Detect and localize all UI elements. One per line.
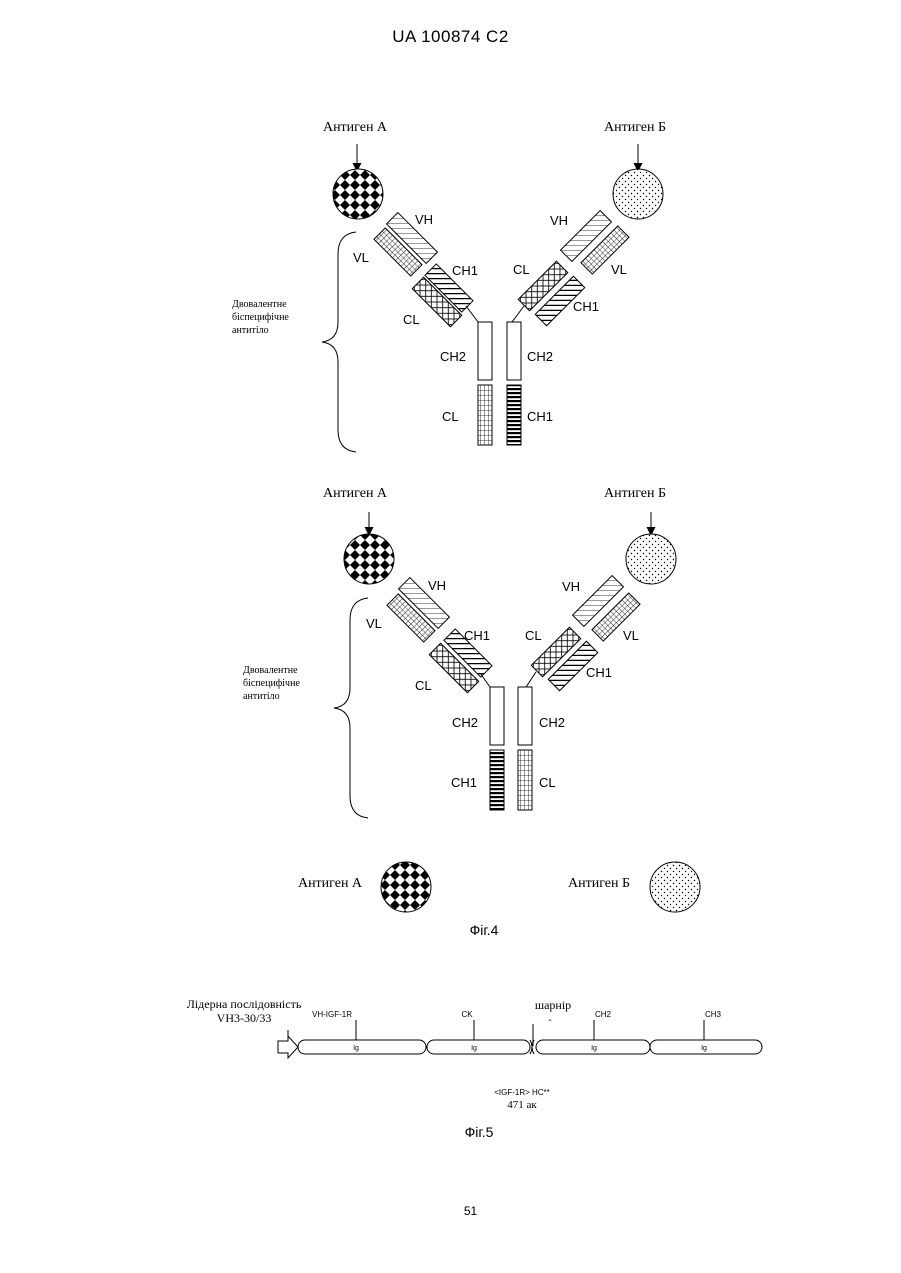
antigen-a-label: Антиген А <box>323 120 388 135</box>
leader-arrow-icon <box>278 1036 298 1058</box>
construct-length: 471 ак <box>507 1099 537 1111</box>
label-cl: CL <box>442 409 459 424</box>
top-left-hinge <box>466 306 478 322</box>
label-ch1: CH1 <box>464 628 490 643</box>
label-cl: CL <box>539 775 556 790</box>
bracket-label: Двовалентне <box>232 299 287 310</box>
antigen-a-circle <box>333 169 383 219</box>
segment-vh <box>298 1040 426 1054</box>
bottom-ch2-right <box>518 687 532 745</box>
label-ch1: CH1 <box>451 775 477 790</box>
antigen-b-circle <box>613 169 663 219</box>
antigen-b-label: Антиген Б <box>568 876 630 891</box>
brace <box>322 232 356 452</box>
label-cl: CL <box>525 628 542 643</box>
antigen-b-circle <box>650 862 700 912</box>
label-ch2: CH2 <box>527 349 553 364</box>
top-right-hinge <box>512 306 524 322</box>
label-ch1: CH1 <box>452 263 478 278</box>
hinge-twist <box>530 1040 534 1054</box>
label-cl: CL <box>513 262 530 277</box>
ig-label: Ig <box>701 1045 707 1052</box>
label-ch1: CH1 <box>573 299 599 314</box>
antigen-a-label: Антиген А <box>298 876 363 891</box>
label-vh: VH <box>562 579 580 594</box>
label-ch1: CH1 <box>586 665 612 680</box>
label-vl: VL <box>623 628 639 643</box>
label-cl: CL <box>403 312 420 327</box>
bracket-label: антитіло <box>243 691 280 702</box>
ig-label: Ig <box>471 1045 477 1052</box>
brace <box>334 598 368 818</box>
bottom-ch2-left <box>490 687 504 745</box>
bottom-stem-ch1 <box>490 750 504 810</box>
page-number: 51 <box>0 1204 901 1218</box>
top-stem-cl <box>478 385 492 445</box>
label-ch2: CH2 <box>452 715 478 730</box>
antigen-a-circle <box>381 862 431 912</box>
bracket-label: біспецифічне <box>232 312 289 323</box>
label-vl: VL <box>353 250 369 265</box>
leader-label: VH3-30/33 <box>217 1011 272 1025</box>
antigen-b-circle <box>626 534 676 584</box>
bottom-stem-cl <box>518 750 532 810</box>
label-ch1: CH1 <box>527 409 553 424</box>
construct-map: Лідерна послідовність VH3-30/33 шарнір -… <box>187 997 762 1111</box>
label-ch2: CH2 <box>440 349 466 364</box>
antigen-b-label: Антиген Б <box>604 486 666 501</box>
label-vh: VH <box>428 578 446 593</box>
bracket-label: антитіло <box>232 325 269 336</box>
segment-label-ch2: CH2 <box>595 1010 612 1019</box>
segment-label-ck: CK <box>461 1010 473 1019</box>
label-cl: CL <box>415 678 432 693</box>
ig-label: Ig <box>353 1045 359 1052</box>
label-vl: VL <box>611 262 627 277</box>
hinge-label: шарнір <box>535 998 571 1012</box>
ig-label: Ig <box>591 1045 597 1052</box>
fig4-caption: Фіг.4 <box>470 922 499 938</box>
label-vh: VH <box>550 213 568 228</box>
fig5-caption: Фіг.5 <box>465 1124 494 1140</box>
bracket-label: біспецифічне <box>243 678 300 689</box>
segment-ck <box>427 1040 530 1054</box>
leader-label: Лідерна послідовність <box>187 997 302 1011</box>
top-ch2-right <box>507 322 521 380</box>
segment-label-vh: VH-IGF-1R <box>312 1010 352 1019</box>
free-antigens: Антиген А Антиген Б <box>298 862 700 912</box>
construct-name: <IGF-1R> HC** <box>494 1088 550 1097</box>
label-vl: VL <box>366 616 382 631</box>
segment-label-ch3: CH3 <box>705 1010 722 1019</box>
antibody-bottom: Антиген А Антиген Б <box>243 486 676 818</box>
antibody-top: Антиген А Антиген Б <box>232 120 666 452</box>
top-stem-ch1 <box>507 385 521 445</box>
top-ch2-left <box>478 322 492 380</box>
bottom-right-hinge <box>526 672 536 687</box>
hinge-dash: - <box>548 1015 551 1026</box>
bottom-left-hinge <box>480 673 490 687</box>
antigen-b-label: Антиген Б <box>604 120 666 135</box>
label-vh: VH <box>415 212 433 227</box>
label-ch2: CH2 <box>539 715 565 730</box>
antigen-a-label: Антиген А <box>323 486 388 501</box>
bracket-label: Двовалентне <box>243 665 298 676</box>
antigen-a-circle <box>344 534 394 584</box>
